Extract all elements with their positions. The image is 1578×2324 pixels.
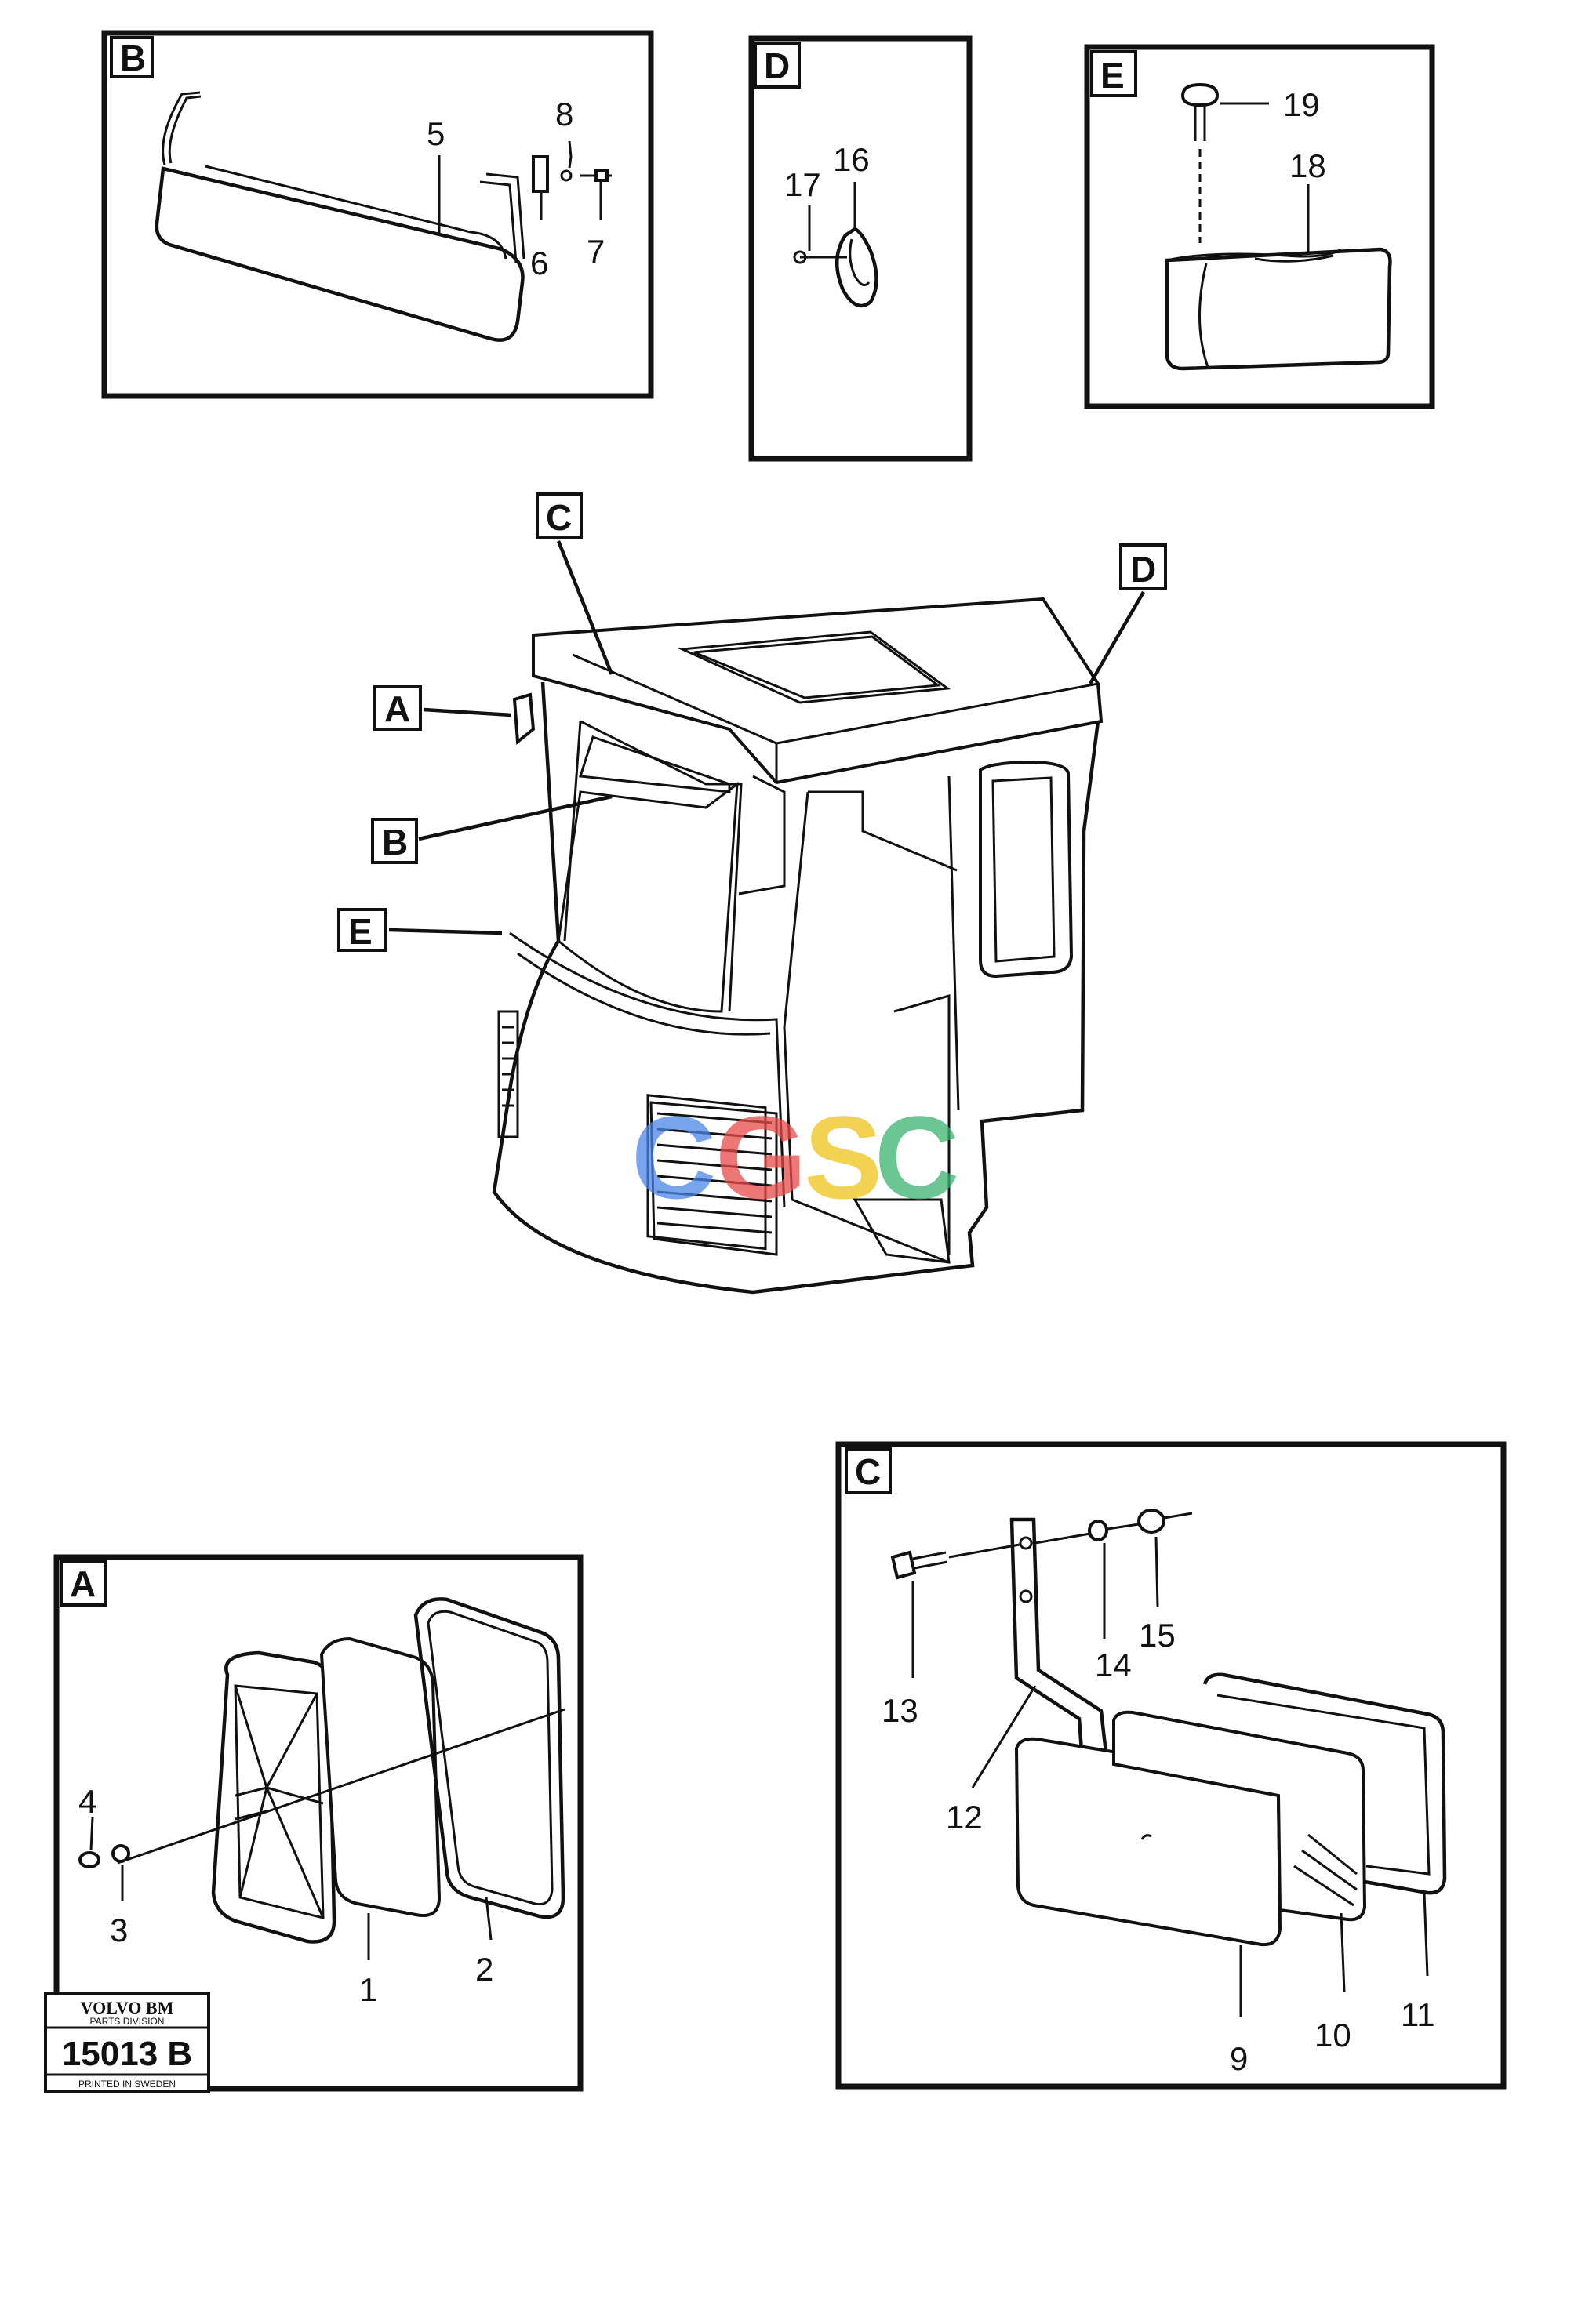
plate-footer: PRINTED IN SWEDEN (78, 2079, 176, 2090)
view-c-tag: C (855, 1451, 881, 1492)
label-4: 4 (78, 1783, 96, 1820)
label-18: 18 (1289, 147, 1326, 184)
bolt-13 (890, 1543, 1020, 1580)
label-7: 7 (587, 233, 605, 270)
callout-e: E (337, 908, 503, 952)
callout-a: A (373, 685, 512, 731)
screw-19 (1180, 82, 1220, 243)
watermark-letter-2: G (715, 1091, 807, 1223)
callout-c-tag: C (546, 497, 572, 538)
view-b-panel: B 5 6 7 8 (101, 30, 654, 399)
view-b-tag: B (120, 38, 146, 78)
callout-d: D (1089, 543, 1167, 685)
view-a-tag: A (70, 1563, 96, 1604)
view-d-panel: D 17 16 (748, 35, 973, 462)
callout-d-tag: D (1130, 549, 1156, 590)
mirror-housing (211, 1650, 336, 1944)
watermark-letter-1: C (631, 1091, 716, 1223)
label-12: 12 (946, 1799, 983, 1836)
label-16: 16 (833, 141, 870, 178)
label-14: 14 (1095, 1647, 1132, 1683)
view-a-panel: A 4 3 1 2 (53, 1554, 584, 2092)
callout-c: C (536, 492, 614, 675)
sun-visor (155, 91, 525, 342)
label-10: 10 (1314, 2017, 1351, 2053)
label-2: 2 (475, 1951, 493, 1988)
plate-division: PARTS DIVISION (90, 2016, 165, 2027)
label-8: 8 (555, 96, 573, 133)
callout-a-tag: A (384, 688, 410, 729)
label-9: 9 (1230, 2040, 1248, 2077)
view-e-tag: E (1100, 55, 1125, 96)
mirror-seal (413, 1597, 565, 1919)
watermark: C G S C (631, 1091, 959, 1223)
label-13: 13 (882, 1692, 918, 1729)
callout-b-tag: B (382, 822, 408, 862)
label-11: 11 (1401, 1996, 1435, 2033)
coat-hook (793, 227, 878, 308)
label-3: 3 (110, 1912, 128, 1948)
cab-overview (492, 597, 1104, 1295)
grille (649, 1101, 778, 1256)
bracket-6 (532, 140, 612, 220)
mirror-seal-11 (1202, 1672, 1447, 1895)
label-5: 5 (427, 115, 445, 152)
callout-e-tag: E (348, 911, 373, 952)
watermark-letter-3: S (804, 1091, 882, 1223)
part-number-plate: VOLVO BM PARTS DIVISION 15013 B PRINTED … (44, 1992, 210, 2093)
label-6: 6 (530, 245, 548, 281)
callout-b: B (371, 794, 613, 864)
label-1: 1 (359, 1971, 377, 2008)
watermark-letter-4: C (874, 1091, 959, 1223)
label-19: 19 (1283, 86, 1320, 123)
plate-number: 15013 B (62, 2035, 192, 2073)
view-e-panel: E 19 18 (1084, 44, 1435, 409)
view-d-tag: D (764, 45, 790, 86)
label-17: 17 (784, 166, 821, 203)
storage-box (1165, 247, 1392, 371)
view-c-panel: C (835, 1441, 1507, 2090)
label-15: 15 (1139, 1617, 1176, 1654)
plate-brand: VOLVO BM (81, 1998, 174, 2017)
